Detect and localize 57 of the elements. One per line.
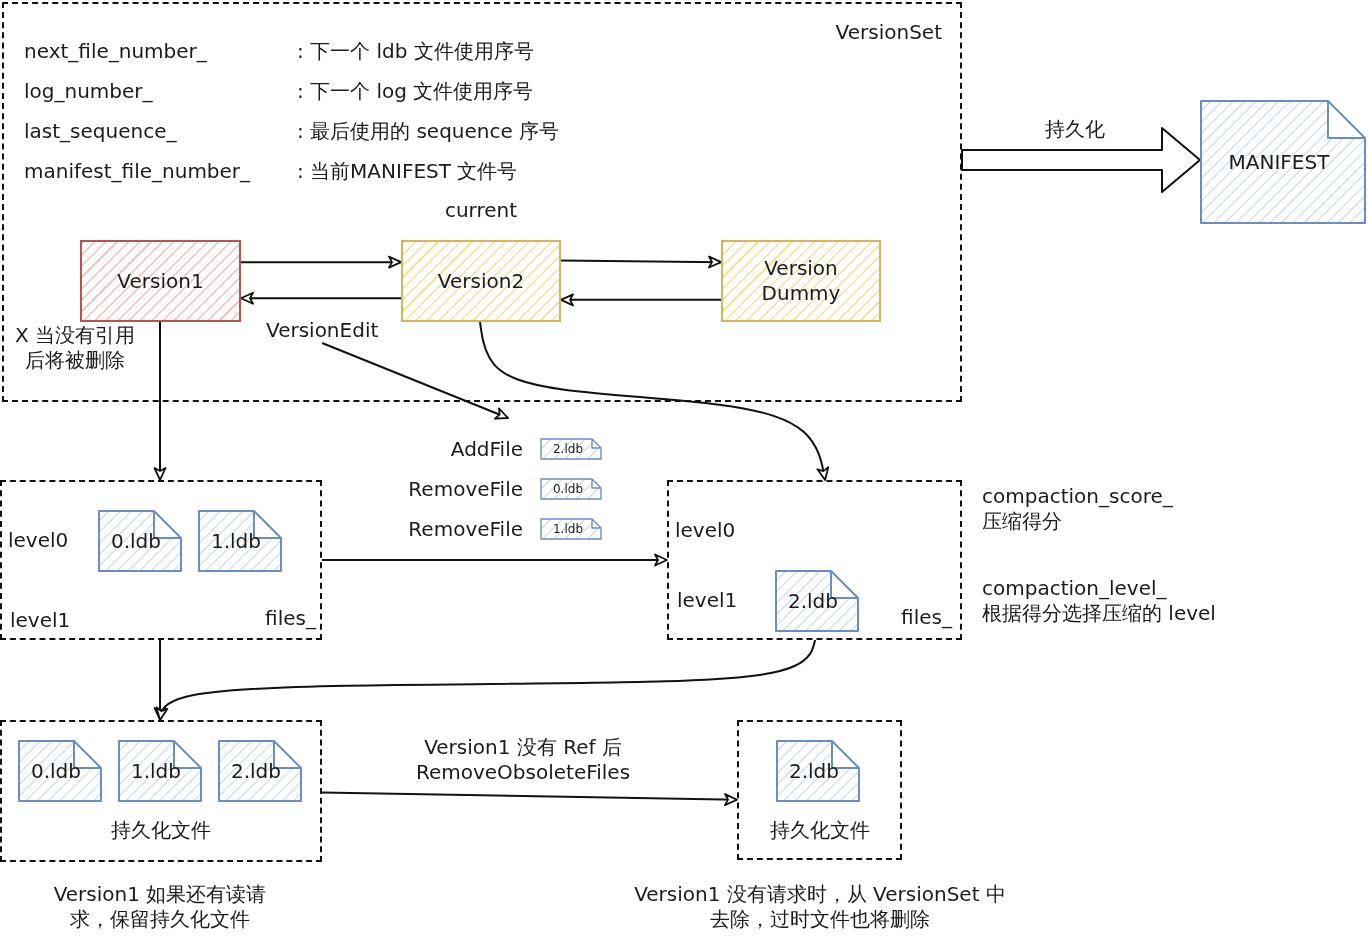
dashed-group-frame	[0, 480, 322, 640]
node-label: 1.ldb	[131, 758, 181, 784]
field-description: : 最后使用的 sequence 序号	[297, 119, 560, 144]
node-label: 0.ldb	[111, 528, 161, 554]
dashed-group-frame	[2, 2, 962, 402]
field-name: next_file_number_	[24, 39, 207, 64]
annotation-label: compaction_score_ 压缩得分	[982, 484, 1174, 534]
node-label: 2.ldb	[789, 758, 839, 784]
caption-note: Version1 如果还有读请求，保留持久化文件	[52, 882, 268, 932]
field-label: files_	[265, 606, 316, 631]
node-label: 1.ldb	[211, 528, 261, 554]
field-description: : 当前MANIFEST 文件号	[297, 159, 518, 184]
node-label: MANIFEST	[1228, 149, 1330, 175]
annotation-note: X 当没有引用后将被删除	[13, 323, 137, 373]
level-label: level1	[10, 608, 71, 633]
arrow	[321, 342, 509, 420]
version-box	[721, 240, 881, 322]
level-label: level0	[675, 518, 736, 543]
field-description: : 下一个 log 文件使用序号	[297, 79, 534, 104]
operation-label: AddFile	[450, 437, 523, 462]
node-label: 0.ldb	[553, 481, 583, 497]
annotation-label: current	[444, 198, 518, 223]
arrow	[560, 255, 722, 269]
block-arrow	[961, 127, 1201, 193]
operation-label: RemoveFile	[408, 477, 523, 502]
field-description: : 下一个 ldb 文件使用序号	[297, 39, 534, 64]
arrow	[560, 293, 722, 307]
node-label: 2.ldb	[231, 758, 281, 784]
arrow	[321, 791, 738, 806]
arrow	[240, 291, 402, 305]
node-label: 2.ldb	[788, 588, 838, 614]
level-label: level0	[8, 528, 69, 553]
annotation-label: compaction_level_ 根据得分选择压缩的 level	[982, 576, 1217, 626]
text-label: VersionEdit	[266, 318, 379, 343]
arrow	[240, 255, 402, 269]
frame-caption: 持久化文件	[111, 818, 211, 843]
field-name: manifest_file_number_	[24, 159, 251, 184]
node-label: Version1	[117, 268, 204, 294]
frame-caption: 持久化文件	[769, 818, 870, 843]
field-label: files_	[901, 605, 952, 630]
arrow	[153, 321, 167, 481]
arrow	[153, 639, 167, 721]
field-name: log_number_	[24, 79, 153, 104]
arrow	[321, 553, 668, 567]
node-label: 2.ldb	[553, 441, 583, 457]
operation-label: RemoveFile	[408, 517, 523, 542]
caption-note: Version1 没有请求时，从 VersionSet 中去除，过时文件也将删除	[633, 882, 1007, 932]
node-label: Version Dummy	[761, 256, 841, 306]
edge-label: 持久化	[1043, 117, 1107, 142]
field-name: last_sequence_	[24, 119, 177, 144]
node-label: 1.ldb	[553, 521, 583, 537]
node-label: 0.ldb	[31, 758, 81, 784]
arrow	[155, 639, 817, 721]
node-label: Version2	[437, 268, 525, 294]
arrow	[479, 321, 830, 481]
frame-title: VersionSet	[835, 20, 942, 45]
level-label: level1	[677, 588, 738, 613]
